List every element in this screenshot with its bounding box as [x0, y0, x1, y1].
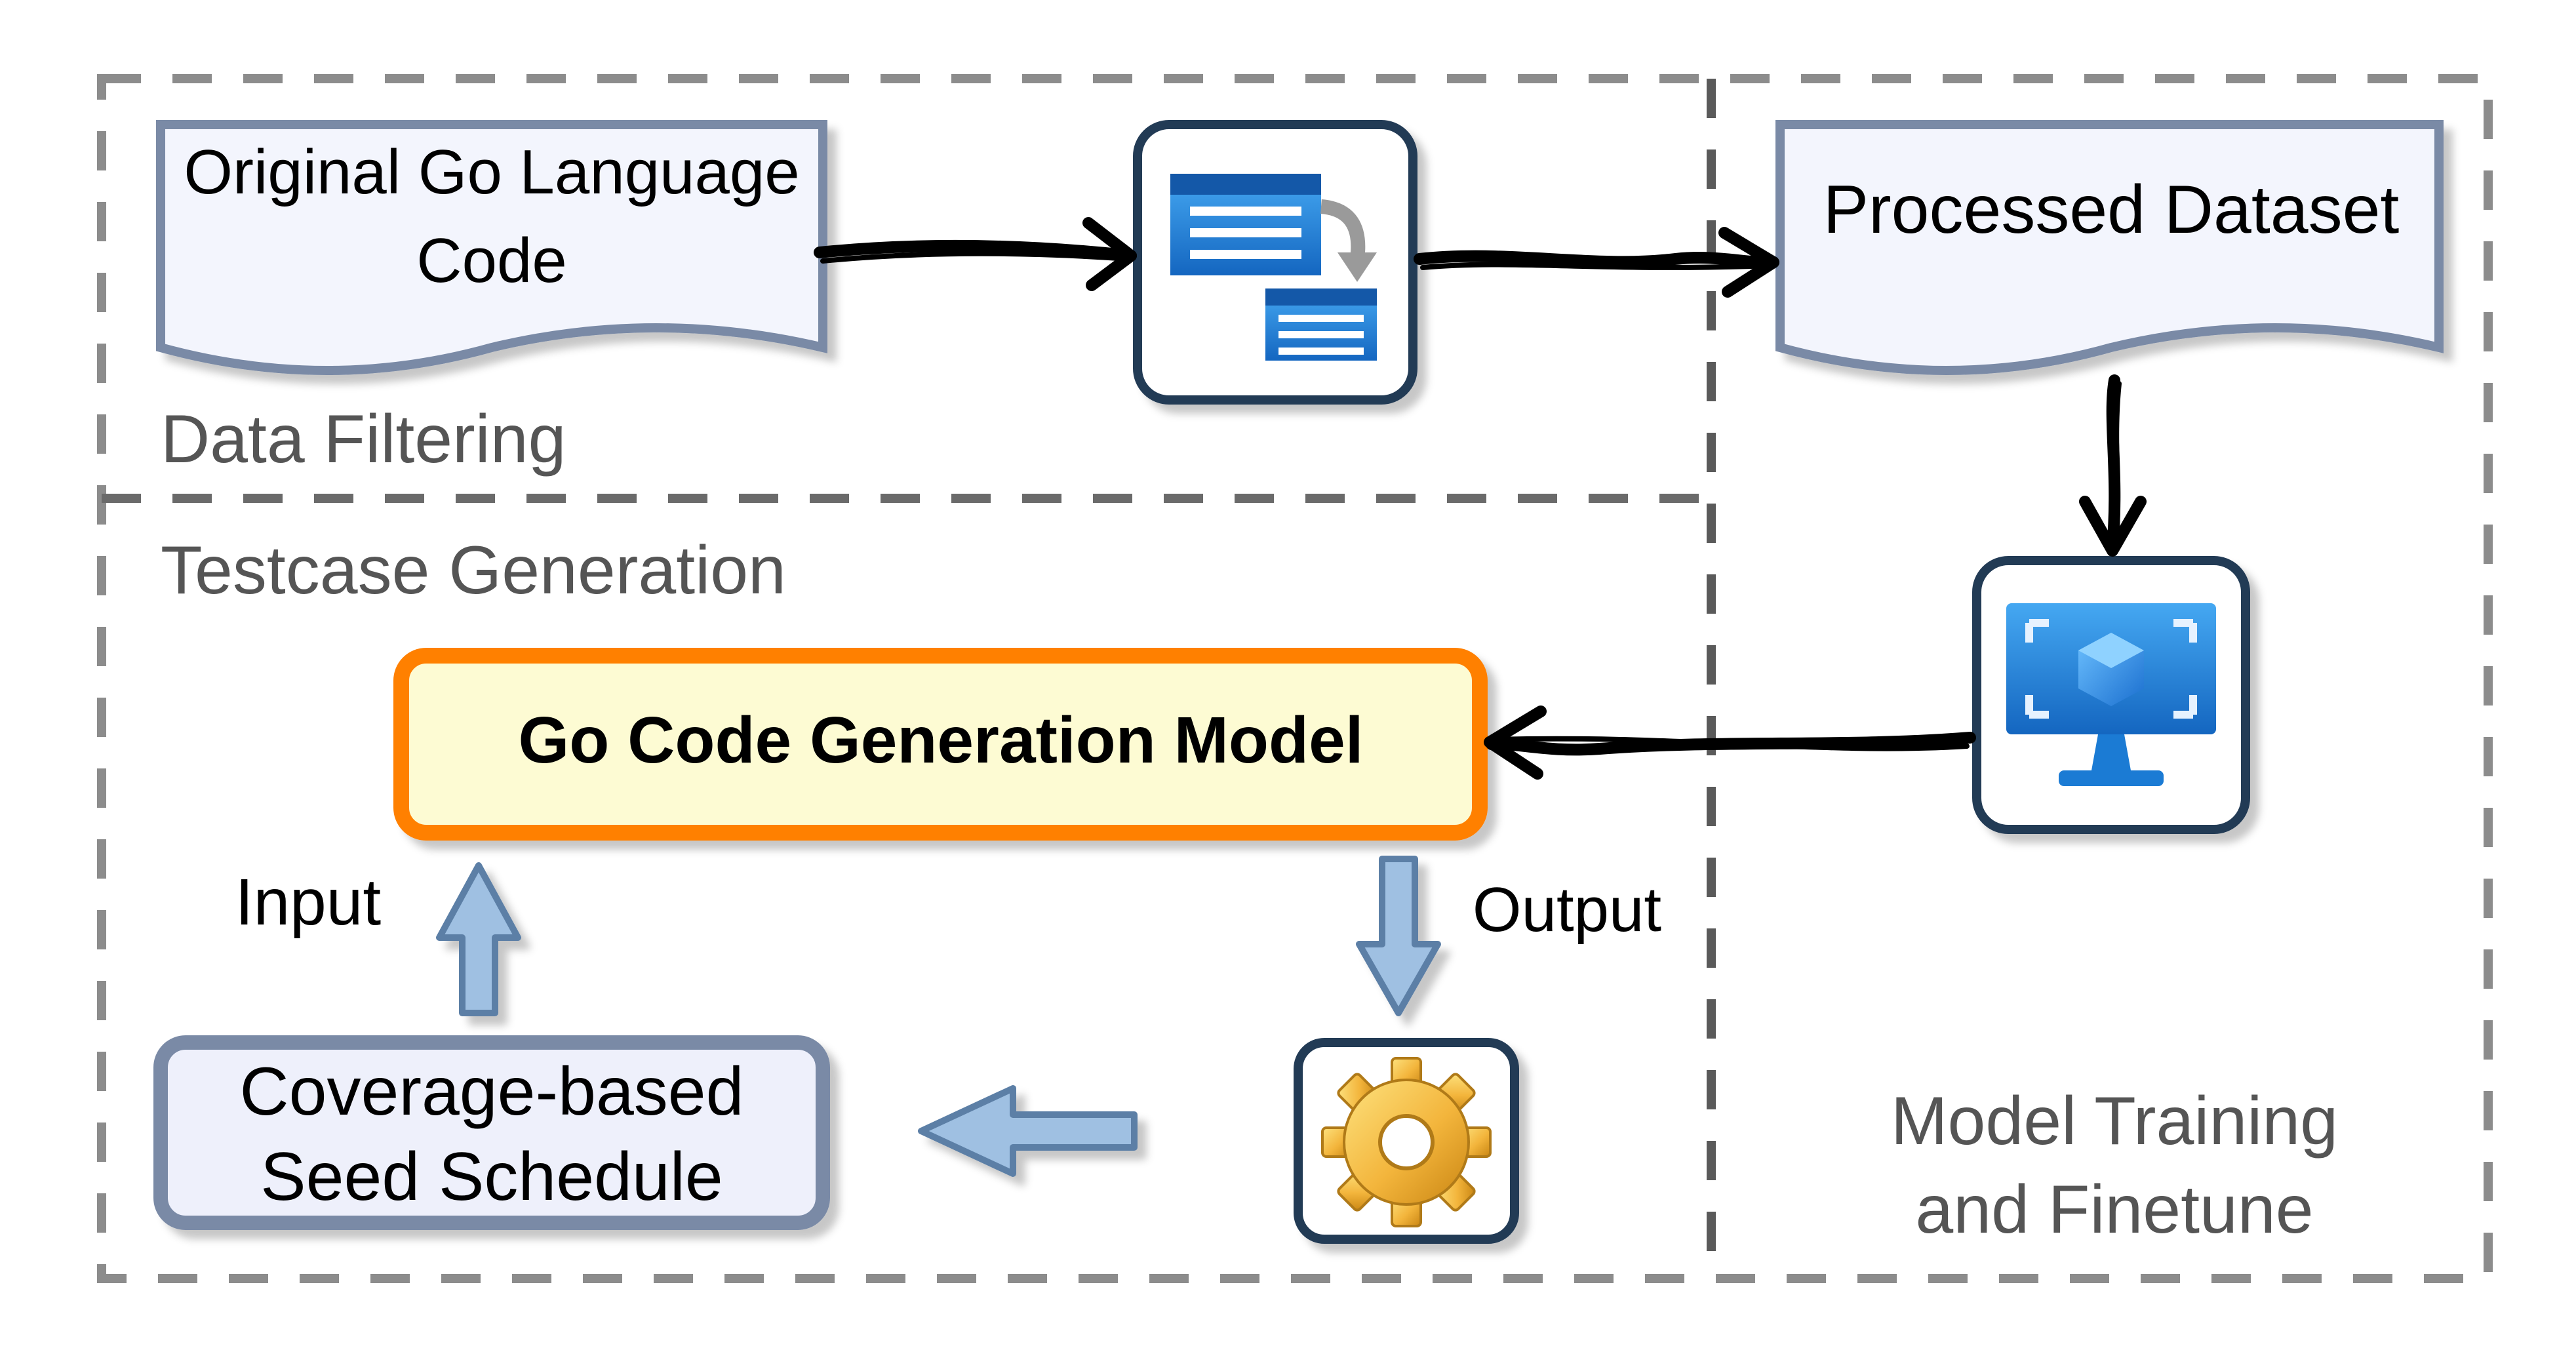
- arrow-dataset-to-training: [2079, 374, 2147, 557]
- node-seed-schedule: Coverage-based Seed Schedule: [153, 1035, 830, 1230]
- region-borders: [97, 74, 2493, 1283]
- gear-icon: [1321, 1057, 1492, 1227]
- arrow-training-to-model: [1484, 705, 1976, 780]
- processed-dataset-label: Processed Dataset: [1823, 172, 2400, 248]
- original-code-label-line2: Code: [416, 226, 567, 296]
- document-shape: [156, 120, 827, 375]
- node-processed-dataset: Processed Dataset: [1775, 120, 2444, 375]
- region-label-model-training-line1: Model Training: [1891, 1083, 2338, 1159]
- arrow-output-down: [1356, 856, 1441, 1016]
- arrow-engine-to-seed: [918, 1085, 1138, 1177]
- document-shape: [1775, 120, 2444, 375]
- model-label: Go Code Generation Model: [519, 704, 1364, 777]
- data-filter-icon: [1170, 174, 1377, 361]
- node-model: Go Code Generation Model: [393, 648, 1488, 841]
- sketch-arrows: [814, 217, 2147, 780]
- region-label-testcase-generation: Testcase Generation: [161, 532, 786, 608]
- seed-schedule-label-line2: Seed Schedule: [260, 1139, 723, 1215]
- arrow-filter-to-dataset: [1414, 227, 1779, 298]
- node-original-code: Original Go Language Code: [156, 120, 827, 375]
- filter-icon-box: [1133, 120, 1417, 405]
- outer-dashed-border: [97, 74, 2493, 1283]
- block-arrows: [436, 856, 1441, 1177]
- training-icon-box: [1972, 556, 2250, 834]
- arrow-code-to-filter: [814, 217, 1137, 291]
- virtual-machine-icon: [2006, 603, 2216, 786]
- seed-schedule-label-line1: Coverage-based: [240, 1054, 744, 1130]
- region-label-model-training-line2: and Finetune: [1915, 1172, 2313, 1248]
- arrow-input-up: [436, 862, 521, 1016]
- edge-label-output: Output: [1473, 875, 1661, 945]
- edge-label-input: Input: [235, 865, 382, 939]
- engine-icon-box: [1294, 1038, 1519, 1244]
- region-label-data-filtering: Data Filtering: [161, 401, 566, 477]
- original-code-label-line1: Original Go Language: [184, 137, 799, 207]
